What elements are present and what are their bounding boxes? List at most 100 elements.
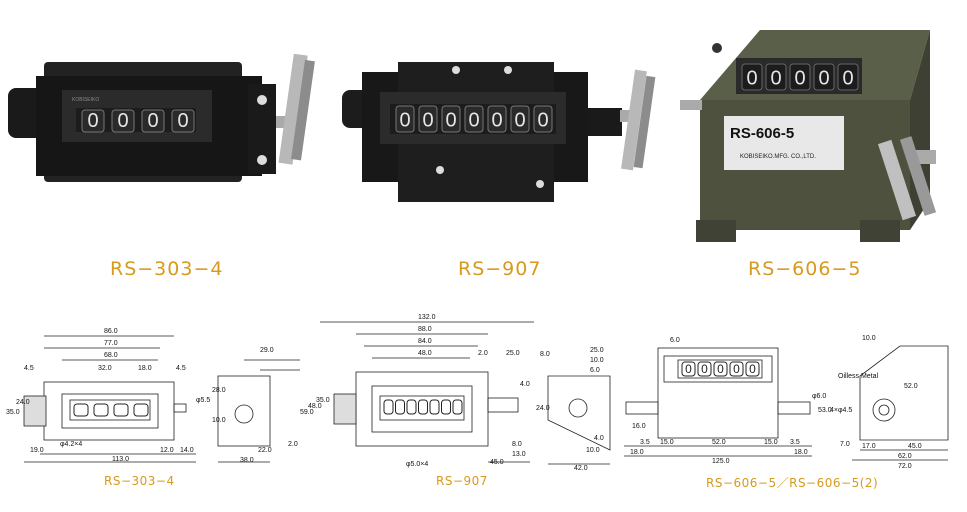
dim-label: 45.0 <box>908 443 922 450</box>
dim-label: 22.0 <box>258 447 272 454</box>
rs-907-digit-window <box>395 105 415 133</box>
rs-907-digit: 0 <box>468 109 479 131</box>
dim-label: 29.0 <box>260 347 274 354</box>
rs-606-5-dimension-labels: 6.0 16.0 3.5 15.0 52.0 15.0 3.5 18.0 125… <box>630 335 922 470</box>
dim-label: 4.5 <box>24 365 34 372</box>
dim-label: 59.0 <box>300 409 314 416</box>
rs-907-digit-window <box>464 105 484 133</box>
dim-label: 32.0 <box>98 365 112 372</box>
rs-606-5-plate-maker: KOBISEIKO.MFG. CO.,LTD. <box>740 154 816 160</box>
caption-rs-303-4: RS−303−4 <box>110 258 224 280</box>
dim-label: φ6.0 <box>812 393 826 400</box>
rs-907-drawing-side <box>547 375 611 465</box>
rs-606-5-drawing-digit-window <box>681 361 696 377</box>
rs-907-digit-window <box>487 105 507 133</box>
rs-606-5-drawing-digit-window <box>729 361 744 377</box>
rs-303-4-drawing-digit-window <box>73 403 89 417</box>
dim-label: 68.0 <box>104 352 118 359</box>
dim-label: 10.0 <box>862 335 876 342</box>
dim-label: 4.0 <box>520 381 530 388</box>
dim-label: 2.0 <box>478 350 488 357</box>
dim-label: 10.0 <box>212 417 226 424</box>
rs-907-digit: 0 <box>399 109 410 131</box>
rs-907-drawing-digit-window <box>441 399 451 415</box>
dim-label: 15.0 <box>660 439 674 446</box>
rs-303-4-drawing-side <box>217 359 300 463</box>
dim-label: 132.0 <box>418 314 436 321</box>
rs-907-dimension-labels: 132.0 88.0 84.0 48.0 2.0 25.0 59.0 48.0 … <box>300 314 604 472</box>
rs-606-5-digit-window <box>789 63 811 91</box>
dim-label: 125.0 <box>712 458 730 465</box>
drawing-caption-rs-907: RS−907 <box>436 474 488 488</box>
rs-907-digit-window <box>533 105 553 133</box>
dim-label: 113.0 <box>112 456 129 463</box>
rs-303-4-digit-window <box>81 109 105 133</box>
dim-label: 6.0 <box>590 367 600 374</box>
rs-303-4-drawing-digit-window <box>93 403 109 417</box>
rs-907-digit: 0 <box>491 109 502 131</box>
rs-606-5-digit: 0 <box>746 67 757 89</box>
dim-label: 16.0 <box>632 423 646 430</box>
dim-label: 35.0 <box>6 409 20 416</box>
dim-label: 19.0 <box>30 447 44 454</box>
rs-606-5-drawing-digit: 0 <box>701 362 708 376</box>
dim-label: 6.0 <box>670 337 680 344</box>
dim-label: 52.0 <box>712 439 726 446</box>
rs-606-5-plate-title: RS-606-5 <box>730 125 794 142</box>
rs-606-5-digit: 0 <box>842 67 853 89</box>
dim-label: 15.0 <box>764 439 778 446</box>
dim-label: 24.0 <box>16 399 30 406</box>
dim-label: 4×φ4.5 <box>830 407 852 414</box>
rs-907-digit: 0 <box>445 109 456 131</box>
dim-label: 18.0 <box>794 449 808 456</box>
rs-606-5-drawing-side <box>852 345 949 461</box>
dim-label: 25.0 <box>590 347 604 354</box>
rs-303-4-drawing-digit-window <box>113 403 129 417</box>
rs-303-4-digit: 0 <box>177 110 188 132</box>
dim-label: 52.0 <box>904 383 918 390</box>
rs-606-5-digit: 0 <box>794 67 805 89</box>
caption-rs-606-5: RS−606−5 <box>748 258 862 280</box>
rs-606-5-digit-window <box>765 63 787 91</box>
dim-label: 14.0 <box>180 447 194 454</box>
rs-606-5-drawing-digit: 0 <box>717 362 724 376</box>
rs-907-digit-window <box>510 105 530 133</box>
rs-303-4-drawing-digit-window <box>133 403 149 417</box>
dim-label: 25.0 <box>506 350 520 357</box>
dim-label: φ4.2×4 <box>60 441 82 448</box>
rs-303-4-brand: KOBISEIKO <box>72 97 99 103</box>
rs-303-4-digit: 0 <box>147 110 158 132</box>
rs-606-5-digit-window <box>741 63 763 91</box>
dim-label: 35.0 <box>316 397 330 404</box>
dim-label: 62.0 <box>898 453 912 460</box>
dim-label: φ5.5 <box>196 397 210 404</box>
dim-label: 86.0 <box>104 328 118 335</box>
rs-907-drawing-front <box>320 321 534 463</box>
rs-303-4-drawing-front <box>23 335 196 463</box>
rs-907-digit-window <box>418 105 438 133</box>
dim-label: 48.0 <box>418 350 432 357</box>
dim-label: Oilless Metal <box>838 373 879 380</box>
dim-label: 88.0 <box>418 326 432 333</box>
rs-907-drawing-digit-window <box>418 399 428 415</box>
rs-606-5-drawing-digit-window <box>745 361 760 377</box>
drawing-caption-rs-303-4: RS−303−4 <box>104 474 175 488</box>
dim-label: 13.0 <box>512 451 526 458</box>
rs-907-digit: 0 <box>514 109 525 131</box>
rs-606-5-digit: 0 <box>770 67 781 89</box>
rs-907-digit: 0 <box>422 109 433 131</box>
rs-907-drawing-digit-window <box>429 399 440 415</box>
dim-label: 28.0 <box>212 387 226 394</box>
dim-label: 12.0 <box>160 447 174 454</box>
dim-label: 84.0 <box>418 338 432 345</box>
dim-label: 7.0 <box>840 441 850 448</box>
rs-303-4-digit-window <box>111 109 135 133</box>
rs-303-4-dimension-labels: 86.0 77.0 68.0 32.0 18.0 4.5 4.5 35.0 24… <box>6 328 298 464</box>
rs-907-drawing-digit-window <box>383 399 394 415</box>
dim-label: 17.0 <box>862 443 876 450</box>
dim-label: 48.0 <box>308 403 322 410</box>
rs-606-5-drawing-digit: 0 <box>733 362 740 376</box>
rs-303-4-digit: 0 <box>87 110 98 132</box>
